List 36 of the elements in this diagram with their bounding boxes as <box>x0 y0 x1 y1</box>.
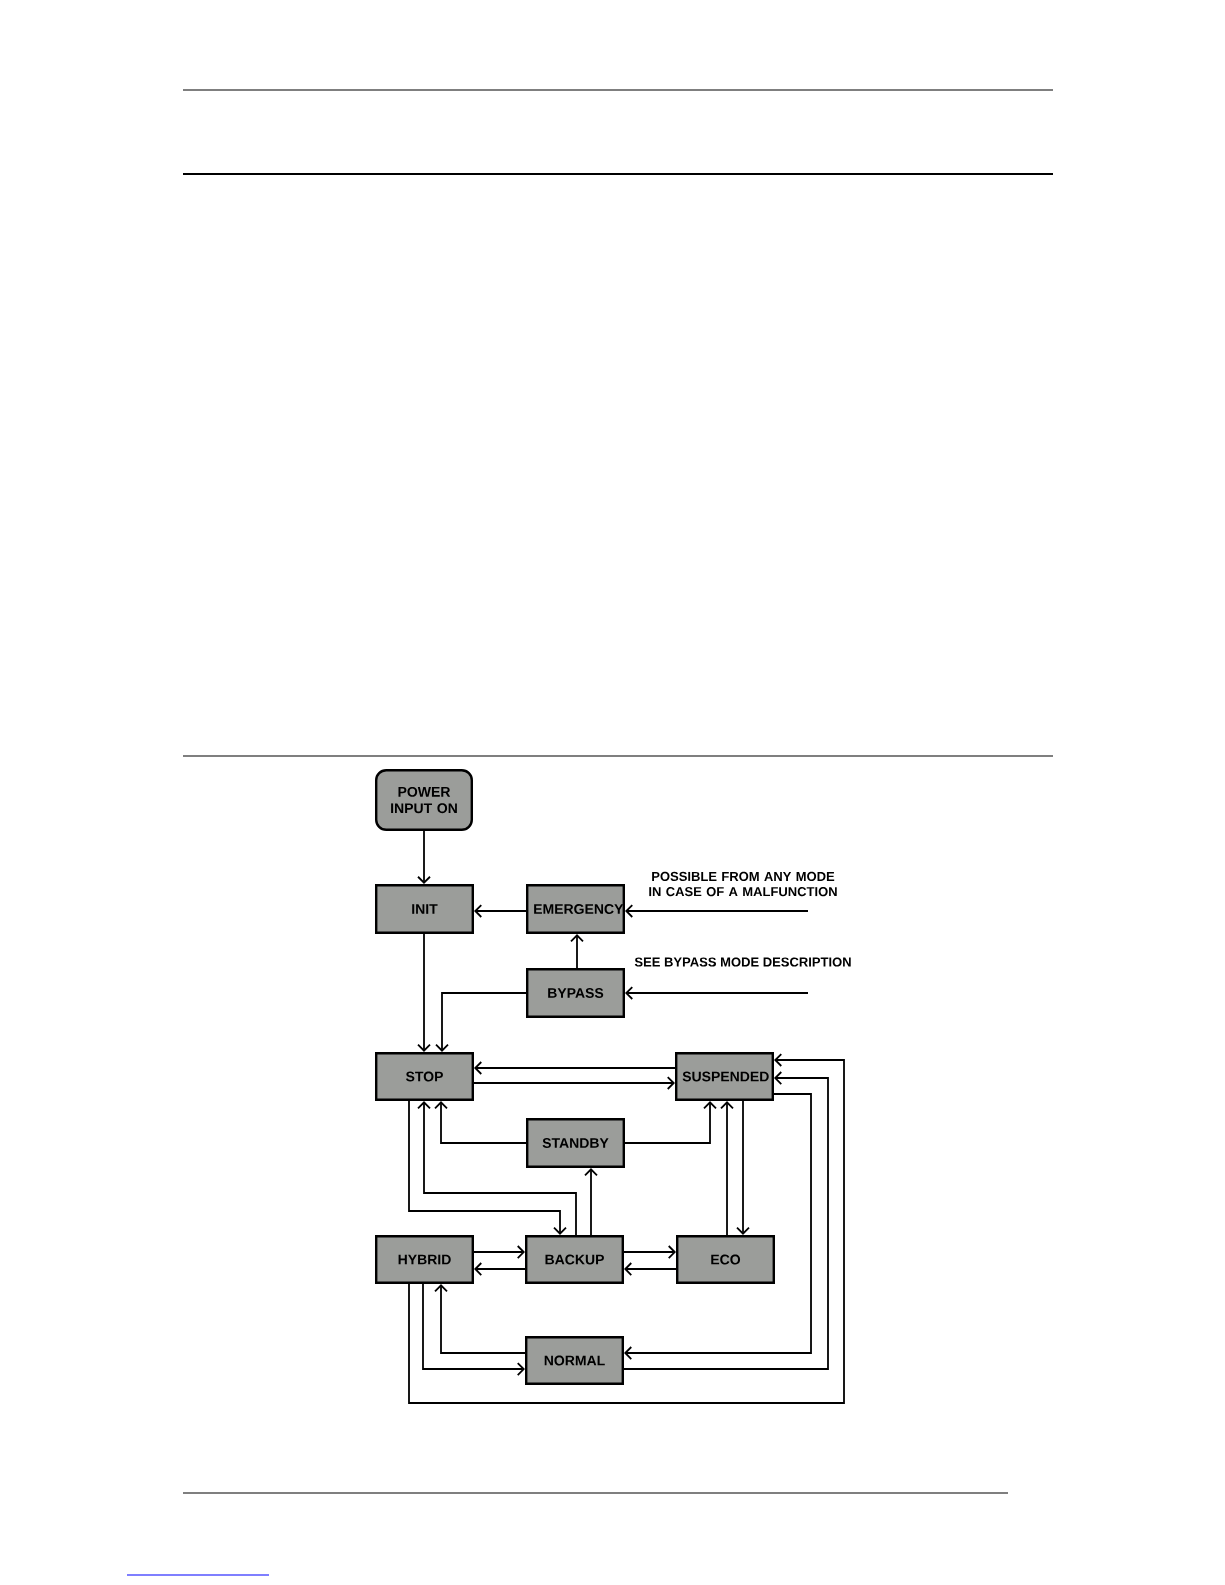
state-box: ECO <box>676 1235 775 1284</box>
state-box: BYPASS <box>526 968 625 1018</box>
arrow <box>408 1053 845 1404</box>
arrow <box>474 904 527 918</box>
state-box: STOP <box>375 1052 474 1101</box>
state-box: STANDBY <box>526 1118 625 1168</box>
arrow <box>435 992 527 1052</box>
state-box: BACKUP <box>525 1235 624 1284</box>
arrow <box>720 1101 734 1236</box>
arrow <box>623 1071 829 1370</box>
arrow <box>625 986 809 1000</box>
arrow <box>422 1283 525 1376</box>
arrow <box>417 830 431 884</box>
arrow <box>623 1245 676 1259</box>
arrow <box>625 904 809 918</box>
arrow <box>736 1100 750 1235</box>
state-box: HYBRID <box>375 1235 474 1284</box>
state-box: INIT <box>375 884 474 934</box>
arrow <box>570 934 584 969</box>
arrow <box>584 1168 598 1236</box>
arrow <box>434 1284 526 1354</box>
arrow <box>624 1101 717 1144</box>
arrow <box>624 1262 677 1276</box>
edge-label: SEE BYPASS MODE DESCRIPTION <box>634 957 851 967</box>
state-box: SUSPENDED <box>675 1052 774 1101</box>
arrow <box>434 1101 527 1144</box>
arrow <box>473 1076 675 1090</box>
state-box: NORMAL <box>525 1336 624 1385</box>
arrow <box>474 1061 676 1075</box>
arrow <box>624 1093 812 1360</box>
arrow <box>474 1262 526 1276</box>
start-box: POWER INPUT ON <box>375 769 473 831</box>
arrow <box>473 1245 525 1259</box>
arrow <box>417 933 431 1052</box>
state-box: EMERGENCY <box>526 884 625 934</box>
edge-label: POSSIBLE FROM ANY MODE IN CASE OF A MALFUNCTION <box>649 871 837 897</box>
